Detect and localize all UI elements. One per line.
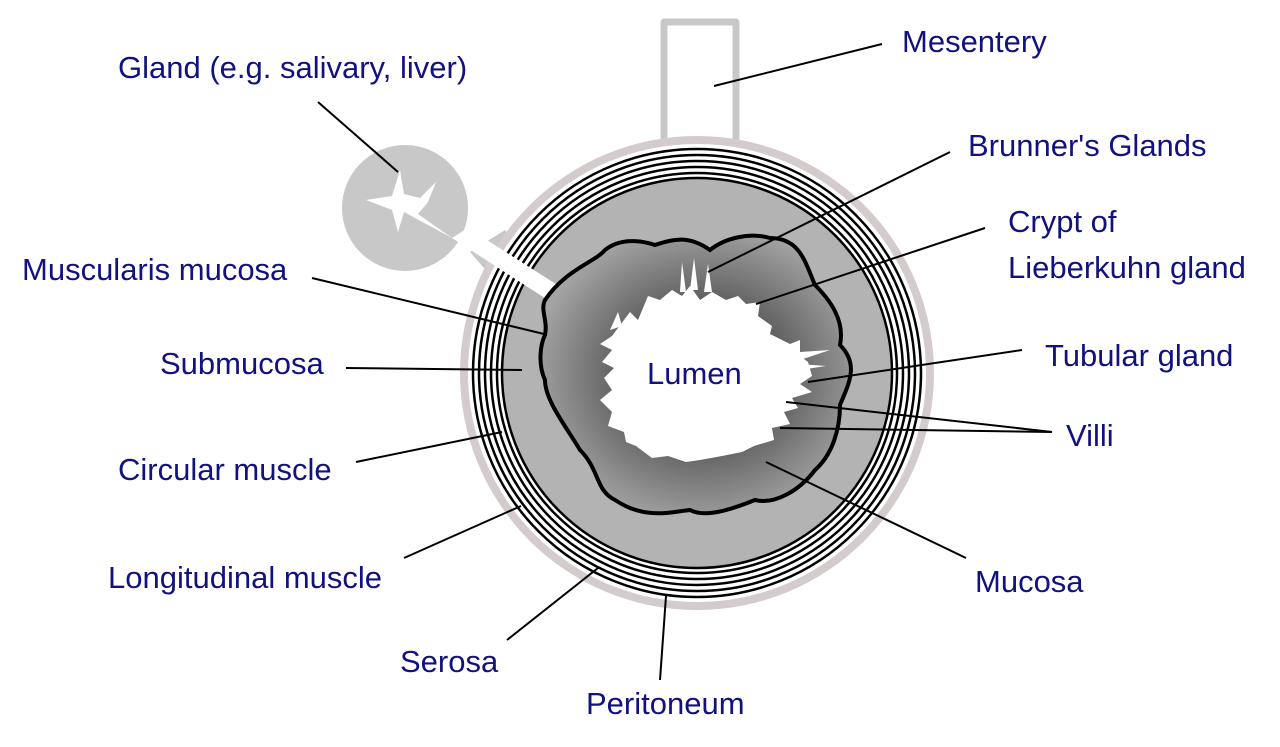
longitudinal-muscle-ring xyxy=(477,153,917,593)
leader-villi-1 xyxy=(785,401,1053,433)
lumen-region xyxy=(600,286,812,462)
label-gland: Gland (e.g. salivary, liver) xyxy=(118,50,467,85)
label-serosa: Serosa xyxy=(400,644,499,679)
label-crypt-line1: Crypt of xyxy=(1008,204,1117,239)
leader-muscularis xyxy=(311,277,545,335)
label-crypt-line2: Lieberkuhn gland xyxy=(1008,250,1246,285)
label-longitudinal-muscle: Longitudinal muscle xyxy=(108,560,382,595)
lumen-label: Lumen xyxy=(647,356,742,391)
leader-villi-2 xyxy=(779,427,1053,433)
leader-serosa xyxy=(506,567,599,641)
leader-gland xyxy=(317,101,399,173)
circular-muscle-ring xyxy=(489,165,905,581)
leader-tubular xyxy=(807,349,1023,383)
label-submucosa: Submucosa xyxy=(160,346,324,381)
label-brunners-glands: Brunner's Glands xyxy=(968,128,1207,163)
label-peritoneum: Peritoneum xyxy=(586,686,745,721)
label-tubular-gland: Tubular gland xyxy=(1045,338,1233,373)
villi-spikes xyxy=(610,258,830,370)
leader-brunners xyxy=(707,151,951,273)
mesentery-stalk xyxy=(660,18,740,160)
leader-submucosa xyxy=(345,367,523,371)
leader-mucosa xyxy=(765,461,967,559)
label-mesentery: Mesentery xyxy=(902,24,1047,59)
label-mucosa: Mucosa xyxy=(975,564,1084,599)
label-villi: Villi xyxy=(1066,418,1114,453)
label-circular-muscle: Circular muscle xyxy=(118,452,332,487)
serosa-ring xyxy=(471,147,923,599)
label-muscularis-mucosa: Muscularis mucosa xyxy=(22,252,288,287)
leader-crypt xyxy=(755,227,986,305)
leader-circular xyxy=(355,431,503,463)
leader-longitudinal xyxy=(403,505,522,559)
leader-mesentery xyxy=(713,43,883,87)
leader-peritoneum xyxy=(659,595,667,681)
leader-lines xyxy=(311,43,1053,681)
